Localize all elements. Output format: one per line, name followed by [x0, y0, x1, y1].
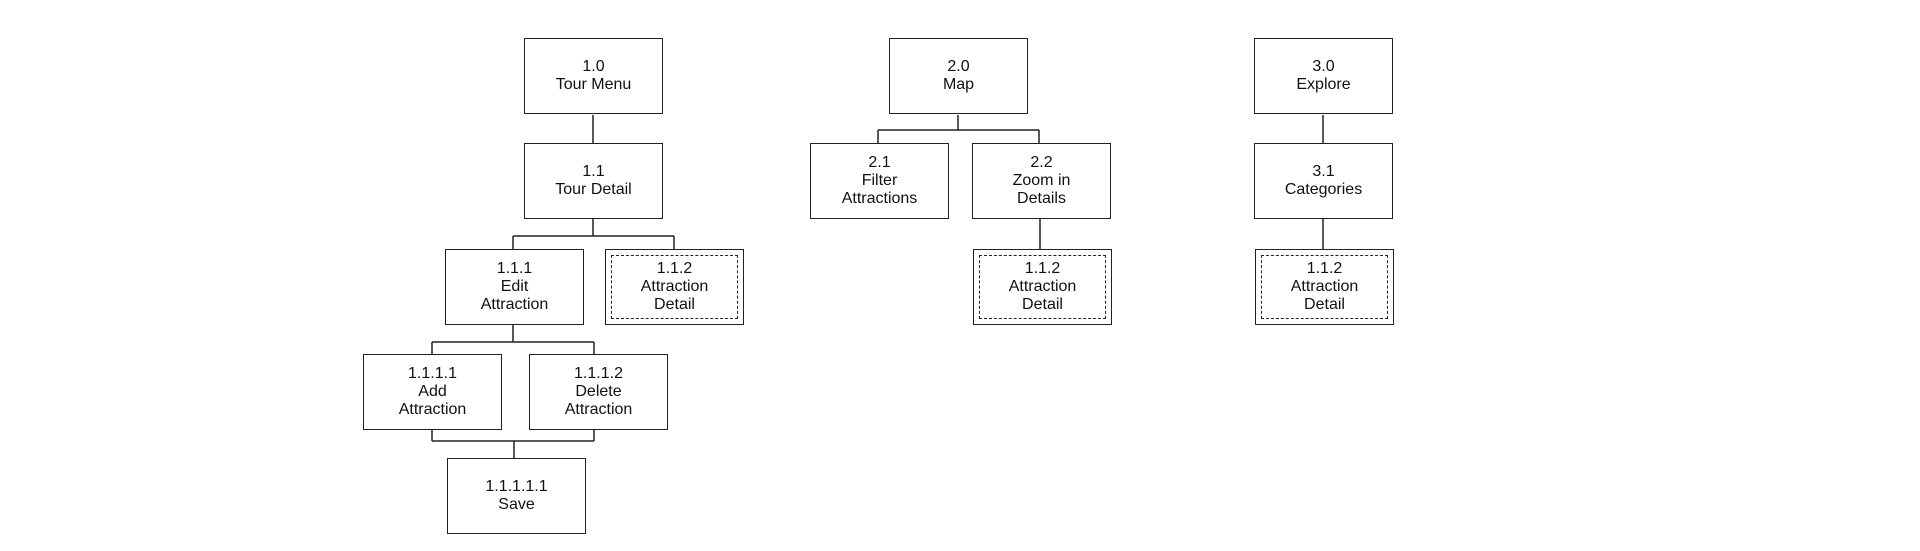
- node-label: Tour Menu: [555, 76, 632, 93]
- node-save: 1.1.1.1.1 Save: [447, 458, 586, 534]
- connector-1.1-to-children: [512, 219, 675, 249]
- node-label: Add: [418, 383, 447, 400]
- node-label-line2: Attraction: [564, 401, 633, 418]
- node-filter-attractions: 2.1 Filter Attractions: [810, 143, 949, 219]
- node-tour-menu: 1.0 Tour Menu: [524, 38, 663, 114]
- node-id: 3.0: [1312, 58, 1335, 75]
- connector-1.1.1.x-to-save: [431, 430, 595, 458]
- node-label-line2: Attraction: [480, 296, 549, 313]
- node-id: 2.2: [1030, 154, 1053, 171]
- node-label: Attraction: [1290, 278, 1359, 295]
- node-id: 1.1.2: [1306, 260, 1343, 277]
- node-zoom-in-details: 2.2 Zoom in Details: [972, 143, 1111, 219]
- node-id: 1.1.2: [1024, 260, 1061, 277]
- node-label: Attraction: [640, 278, 709, 295]
- node-label: Map: [942, 76, 975, 93]
- node-id: 1.1.1.1.1: [485, 478, 548, 495]
- node-id: 1.1.1: [496, 260, 533, 277]
- node-id: 1.1: [582, 163, 605, 180]
- node-label-line2: Detail: [1304, 296, 1345, 313]
- node-id: 1.1.2: [656, 260, 693, 277]
- node-label: Edit: [500, 278, 529, 295]
- node-label-line2: Details: [1017, 190, 1066, 207]
- node-attraction-detail-ref: 1.1.2 Attraction Detail: [973, 249, 1112, 325]
- node-label-line2: Attractions: [841, 190, 918, 207]
- node-tour-detail: 1.1 Tour Detail: [524, 143, 663, 219]
- node-label: Explore: [1296, 76, 1351, 93]
- node-label: Delete: [575, 383, 622, 400]
- node-id: 2.0: [947, 58, 970, 75]
- node-id: 1.1.1.1: [408, 365, 457, 382]
- node-delete-attraction: 1.1.1.2 Delete Attraction: [529, 354, 668, 430]
- node-edit-attraction: 1.1.1 Edit Attraction: [445, 249, 584, 325]
- node-id: 1.1.1.2: [574, 365, 623, 382]
- node-attraction-detail-ref: 1.1.2 Attraction Detail: [1255, 249, 1394, 325]
- node-label-line2: Attraction: [398, 401, 467, 418]
- node-explore: 3.0 Explore: [1254, 38, 1393, 114]
- node-label: Zoom in: [1012, 172, 1071, 189]
- node-categories: 3.1 Categories: [1254, 143, 1393, 219]
- node-id: 2.1: [868, 154, 891, 171]
- node-label-line2: Detail: [654, 296, 695, 313]
- connector-2.0-to-children: [877, 115, 1040, 143]
- node-label: Attraction: [1008, 278, 1077, 295]
- connector-1.1.1-to-children: [431, 325, 595, 354]
- node-id: 3.1: [1312, 163, 1335, 180]
- node-label: Categories: [1284, 181, 1363, 198]
- node-add-attraction: 1.1.1.1 Add Attraction: [363, 354, 502, 430]
- node-id: 1.0: [582, 58, 605, 75]
- node-label: Filter: [861, 172, 898, 189]
- node-attraction-detail-ref: 1.1.2 Attraction Detail: [605, 249, 744, 325]
- node-label: Tour Detail: [555, 181, 632, 198]
- node-label: Save: [498, 496, 535, 513]
- node-map: 2.0 Map: [889, 38, 1028, 114]
- node-label-line2: Detail: [1022, 296, 1063, 313]
